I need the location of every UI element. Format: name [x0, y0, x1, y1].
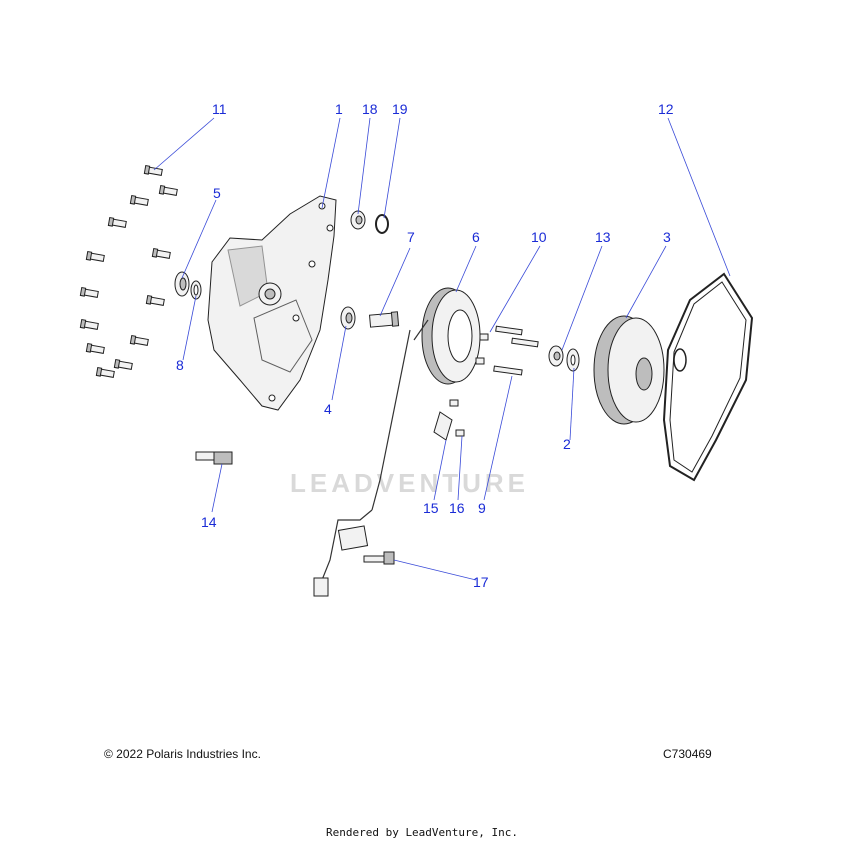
callout-16: 16	[449, 500, 465, 516]
callout-14: 14	[201, 514, 217, 530]
callout-2: 2	[563, 436, 571, 452]
flywheel-3	[593, 315, 665, 425]
stator-6	[413, 287, 481, 385]
callout-12: 12	[658, 101, 674, 117]
callout-18: 18	[362, 101, 378, 117]
callout-7: 7	[407, 229, 415, 245]
callout-6: 6	[472, 229, 480, 245]
callout-15: 15	[423, 500, 439, 516]
washer-2	[566, 348, 580, 372]
leader-lines	[153, 117, 731, 581]
bolt-10	[479, 325, 539, 348]
copyright-text: © 2022 Polaris Industries Inc.	[104, 747, 261, 761]
callout-17: 17	[473, 574, 489, 590]
nut-13	[548, 345, 564, 367]
gasket-12	[662, 272, 754, 482]
callout-13: 13	[595, 229, 611, 245]
stator-wire-harness	[313, 329, 411, 597]
bolt-group-11	[79, 164, 178, 378]
screw-16	[449, 399, 465, 437]
watermark: LEADVENTURE	[290, 468, 529, 498]
callout-11: 11	[212, 101, 227, 117]
bearing-4	[340, 306, 356, 330]
callout-1: 1	[335, 101, 343, 117]
callout-10: 10	[531, 229, 547, 245]
seal-5	[174, 271, 190, 297]
callout-19: 19	[392, 101, 408, 117]
callout-4: 4	[324, 401, 332, 417]
callout-9: 9	[478, 500, 486, 516]
wire-clip-15	[433, 411, 453, 441]
callout-8: 8	[176, 357, 184, 373]
shaft-7	[368, 311, 400, 328]
callout-5: 5	[213, 185, 221, 201]
callout-labels: 11 1 18 19 12 5 7 6 10 13 3 8 4 2 14 15 …	[176, 101, 674, 590]
bolt-9	[475, 357, 523, 376]
diagram-id: C730469	[663, 747, 712, 761]
stator-cover-1	[207, 195, 337, 411]
washer-8	[190, 280, 202, 300]
sensor-17	[363, 551, 395, 565]
o-ring-19	[375, 214, 389, 234]
rendered-by-text: Rendered by LeadVenture, Inc.	[325, 826, 519, 839]
callout-3: 3	[663, 229, 671, 245]
sensor-14	[195, 451, 233, 465]
